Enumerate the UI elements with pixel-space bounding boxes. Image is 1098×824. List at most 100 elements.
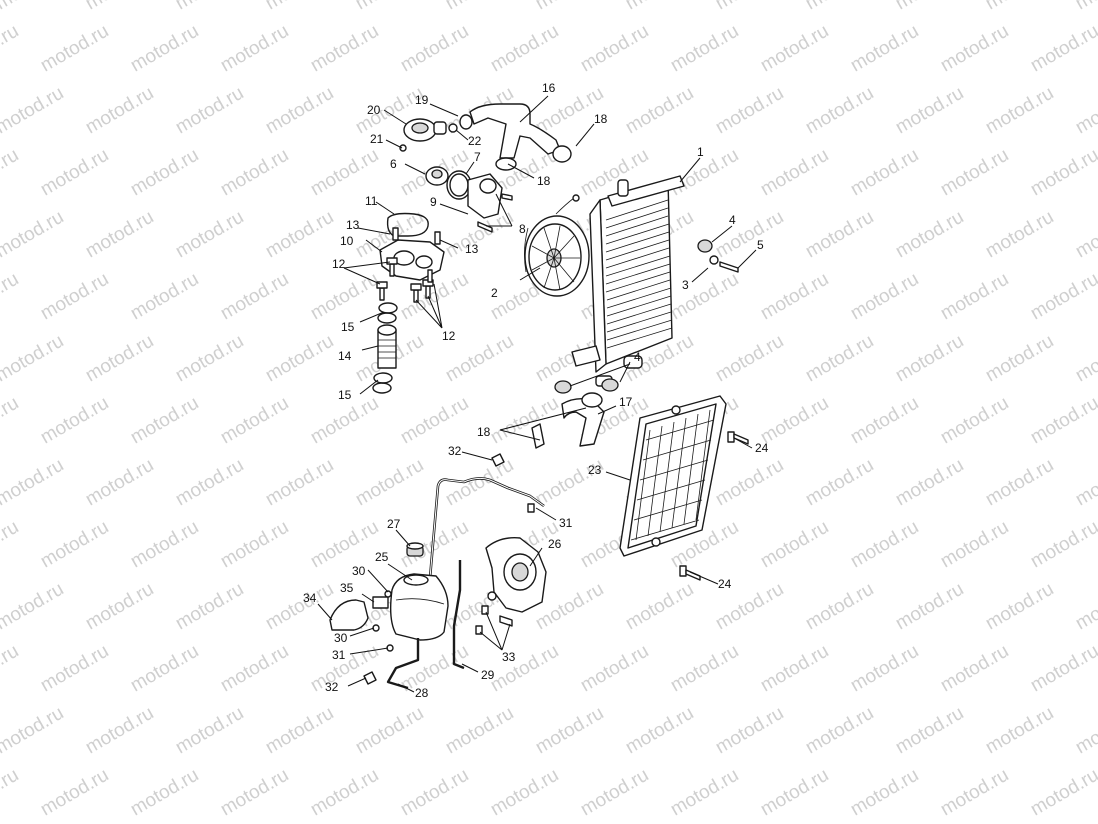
watermark-text: motod.ru [37,517,112,573]
watermark-text: motod.ru [577,21,652,77]
watermark-text: motod.ru [0,331,67,387]
watermark-text: motod.ru [172,331,247,387]
watermark-text: motod.ru [757,145,832,201]
watermark-text: motod.ru [1027,517,1098,573]
watermark-text: motod.ru [217,517,292,573]
watermark-text: motod.ru [127,21,202,77]
watermark-text: motod.ru [487,393,562,449]
watermark-text: motod.ru [397,393,472,449]
watermark-text: motod.ru [1072,331,1098,387]
watermark-text: motod.ru [0,517,22,573]
callout-20: 20 [367,103,381,117]
callout-31-right: 31 [559,516,573,530]
callout-34: 34 [303,591,317,605]
watermark-text: motod.ru [892,579,967,635]
watermark-text: motod.ru [217,393,292,449]
callout-18-top: 18 [594,112,608,126]
watermark-text: motod.ru [982,703,1057,759]
watermark-text: motod.ru [667,641,742,697]
watermark-text: motod.ru [82,207,157,263]
watermark-text: motod.ru [1072,455,1098,511]
watermark-text: motod.ru [0,455,67,511]
watermark-text: motod.ru [352,455,427,511]
watermark-text: motod.ru [82,455,157,511]
callout-27: 27 [387,517,401,531]
watermark-text: motod.ru [0,83,67,139]
coolant-pipe [372,302,398,394]
callout-33: 33 [502,650,516,664]
watermark-text: motod.ru [487,765,562,821]
watermark-text: motod.ru [802,83,877,139]
callout-21: 21 [370,132,384,146]
watermark-text: motod.ru [307,145,382,201]
watermark-text: motod.ru [37,393,112,449]
watermark-text: motod.ru [1027,145,1098,201]
watermark-text: motod.ru [937,393,1012,449]
watermark-text: motod.ru [622,0,697,14]
watermark-text: motod.ru [262,207,337,263]
callout-24-lower: 24 [718,577,732,591]
callout-30-upper: 30 [352,564,366,578]
watermark-text: motod.ru [37,269,112,325]
watermark-text: motod.ru [667,269,742,325]
callout-16: 16 [542,81,556,95]
bolts-24 [679,431,749,581]
callout-13-left: 13 [346,218,360,232]
watermark-text: motod.ru [982,331,1057,387]
watermark-text: motod.ru [442,703,517,759]
watermark-text: motod.ru [487,641,562,697]
callout-9: 9 [430,195,437,209]
callout-25: 25 [375,550,389,564]
watermark-text: motod.ru [397,21,472,77]
watermark-text: motod.ru [352,0,427,14]
watermark-text: motod.ru [307,269,382,325]
watermark-text: motod.ru [937,145,1012,201]
watermark-text: motod.ru [1072,83,1098,139]
watermark-text: motod.ru [577,765,652,821]
watermark-text: motod.ru [172,455,247,511]
watermark-text: motod.ru [217,21,292,77]
callout-28: 28 [415,686,429,700]
watermark-text: motod.ru [262,83,337,139]
watermark-text: motod.ru [892,207,967,263]
watermark-text: motod.ru [802,331,877,387]
watermark-text: motod.ru [532,703,607,759]
gasket [386,212,429,237]
watermark-text: motod.ru [577,641,652,697]
watermark-text: motod.ru [982,83,1057,139]
watermark-text: motod.ru [37,21,112,77]
watermark-text: motod.ru [712,703,787,759]
watermark-text: motod.ru [172,83,247,139]
watermark-text: motod.ru [397,641,472,697]
callout-6: 6 [390,157,397,171]
watermark-text: motod.ru [1027,393,1098,449]
watermark-text: motod.ru [1027,641,1098,697]
watermark-text: motod.ru [127,765,202,821]
watermark-text: motod.ru [892,0,967,14]
watermark-text: motod.ru [307,765,382,821]
watermark-text: motod.ru [442,455,517,511]
reservoir-cap [406,542,424,557]
watermark-text: motod.ru [127,145,202,201]
callout-14: 14 [338,349,352,363]
watermark-text: motod.ru [802,579,877,635]
watermark-text: motod.ru [307,517,382,573]
callout-3: 3 [682,278,689,292]
watermark-text: motod.ru [847,269,922,325]
callout-18-middle: 18 [537,174,551,188]
watermark-text: motod.ru [82,703,157,759]
watermark-text: motod.ru [622,83,697,139]
callout-15-lower: 15 [338,388,352,402]
watermark-text: motod.ru [262,0,337,14]
filler-pipe [386,638,420,690]
callout-32-upper: 32 [448,444,462,458]
deflector [329,596,389,631]
watermark-text: motod.ru [37,765,112,821]
watermark-text: motod.ru [127,517,202,573]
watermark-text: motod.ru [802,455,877,511]
watermark-text: motod.ru [847,393,922,449]
watermark-text: motod.ru [37,145,112,201]
callout-4-upper: 4 [729,213,736,227]
